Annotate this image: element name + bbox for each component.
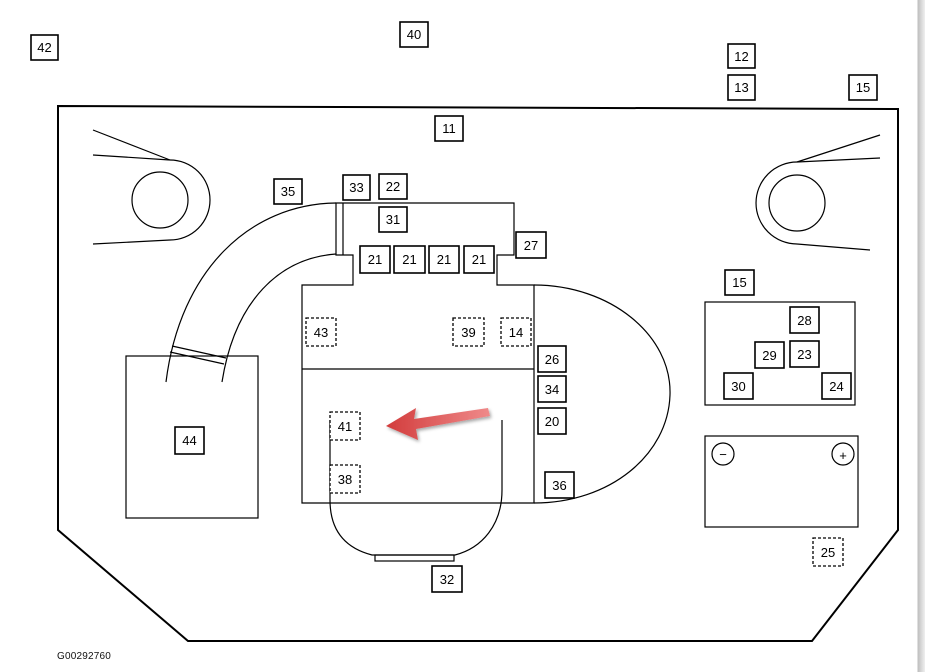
label-39: 39 xyxy=(452,317,485,347)
svg-text:34: 34 xyxy=(545,382,559,397)
label-42: 42 xyxy=(30,34,59,61)
battery-positive-symbol: + xyxy=(839,448,847,463)
label-32: 32 xyxy=(431,565,463,593)
svg-text:32: 32 xyxy=(440,572,454,587)
svg-text:20: 20 xyxy=(545,414,559,429)
label-12: 12 xyxy=(727,43,756,69)
location-labels: 42 40 12 13 15 11 35 33 xyxy=(30,21,878,593)
svg-text:41: 41 xyxy=(338,419,352,434)
battery-positive-terminal xyxy=(831,442,855,466)
label-35: 35 xyxy=(273,178,303,205)
label-23: 23 xyxy=(789,340,820,368)
svg-text:31: 31 xyxy=(386,212,400,227)
label-21-a: 21 xyxy=(359,245,391,274)
label-21-d: 21 xyxy=(463,245,495,274)
svg-text:25: 25 xyxy=(821,545,835,560)
svg-text:30: 30 xyxy=(731,379,745,394)
label-38: 38 xyxy=(329,464,361,494)
svg-text:39: 39 xyxy=(461,325,475,340)
label-36: 36 xyxy=(544,471,575,499)
battery-negative-symbol: − xyxy=(719,447,727,462)
document-edge-shadow xyxy=(916,0,925,672)
label-11: 11 xyxy=(434,115,464,142)
label-15-mid: 15 xyxy=(724,269,755,296)
svg-text:35: 35 xyxy=(281,184,295,199)
svg-text:27: 27 xyxy=(524,238,538,253)
label-20: 20 xyxy=(537,407,567,435)
battery-negative-terminal xyxy=(711,442,735,466)
label-27: 27 xyxy=(515,231,547,259)
svg-text:14: 14 xyxy=(509,325,523,340)
svg-text:43: 43 xyxy=(314,325,328,340)
svg-text:23: 23 xyxy=(797,347,811,362)
svg-text:24: 24 xyxy=(829,379,843,394)
label-43: 43 xyxy=(305,317,337,347)
label-29: 29 xyxy=(754,341,785,369)
label-33: 33 xyxy=(342,174,371,201)
svg-text:21: 21 xyxy=(437,252,451,267)
battery xyxy=(704,435,859,528)
label-14: 14 xyxy=(500,317,532,347)
svg-text:38: 38 xyxy=(338,472,352,487)
label-34: 34 xyxy=(537,375,567,403)
label-26: 26 xyxy=(537,345,567,373)
svg-text:21: 21 xyxy=(402,252,416,267)
pointer-arrow xyxy=(386,408,490,440)
svg-text:42: 42 xyxy=(37,40,51,55)
svg-text:40: 40 xyxy=(407,27,421,42)
svg-text:21: 21 xyxy=(472,252,486,267)
compartment-outline xyxy=(57,104,899,642)
air-intake-duct xyxy=(165,202,337,383)
relay-box xyxy=(704,301,856,406)
label-25: 25 xyxy=(812,537,844,567)
label-41: 41 xyxy=(329,411,361,441)
label-24: 24 xyxy=(821,372,852,400)
svg-text:12: 12 xyxy=(734,49,748,64)
label-31: 31 xyxy=(378,206,408,233)
label-21-c: 21 xyxy=(428,245,460,274)
figure-code: G00292760 xyxy=(57,651,112,662)
air-filter-box xyxy=(125,355,259,519)
svg-text:28: 28 xyxy=(797,313,811,328)
svg-text:22: 22 xyxy=(386,179,400,194)
svg-text:15: 15 xyxy=(732,275,746,290)
left-strut-tower xyxy=(92,129,211,245)
svg-text:29: 29 xyxy=(762,348,776,363)
label-22: 22 xyxy=(378,173,408,200)
svg-text:13: 13 xyxy=(734,80,748,95)
label-15-top: 15 xyxy=(848,74,878,101)
svg-text:44: 44 xyxy=(182,433,196,448)
label-40: 40 xyxy=(399,21,429,48)
hidden-location-labels: 43 39 14 41 38 25 xyxy=(305,317,844,567)
svg-text:26: 26 xyxy=(545,352,559,367)
svg-text:21: 21 xyxy=(368,252,382,267)
engine-assembly xyxy=(301,202,671,562)
label-44: 44 xyxy=(174,426,205,455)
right-strut-tower xyxy=(755,134,881,251)
label-21-b: 21 xyxy=(393,245,426,274)
label-30: 30 xyxy=(723,372,754,400)
svg-text:33: 33 xyxy=(349,180,363,195)
svg-text:11: 11 xyxy=(442,121,456,136)
label-13: 13 xyxy=(727,74,756,101)
svg-text:15: 15 xyxy=(856,80,870,95)
svg-text:36: 36 xyxy=(552,478,566,493)
label-28: 28 xyxy=(789,306,820,334)
